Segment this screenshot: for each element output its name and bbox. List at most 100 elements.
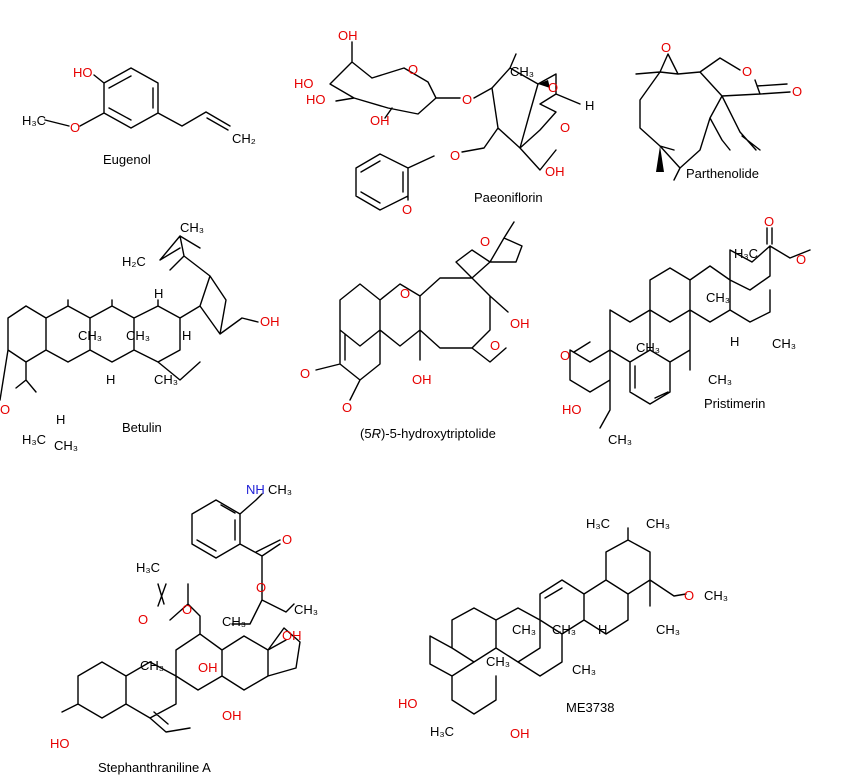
hydroxytriptolide-name: (5R)-5-hydroxytriptolide [360, 426, 496, 441]
me3738-ch3-d-label: CH₃ [486, 654, 510, 669]
me3738-ch3-e-label: CH₃ [572, 662, 596, 677]
pristimerin-carbonyl-o-label: O [764, 214, 774, 229]
me3738-h3c-label: H₃C [586, 516, 610, 531]
hydroxytriptolide-structure: O O OH O O OH O (5R)-5-hydroxytriptolide [300, 221, 530, 441]
parthenolide-lactone-o-label: O [742, 64, 752, 79]
me3738-structure: H₃C CH₃ O CH₃ CH₃ CH₃ H CH₃ CH₃ CH₃ HO H… [398, 516, 728, 741]
pristimerin-name: Pristimerin [704, 396, 765, 411]
stephanthraniline-ch3-b-label: CH₃ [222, 614, 246, 629]
eugenol-bonds [44, 67, 231, 131]
eugenol-h3c-label: H₃C [22, 113, 46, 128]
paeoniflorin-carbonyl-o-label: O [402, 202, 412, 217]
paeoniflorin-glycoside-o-label: O [462, 92, 472, 107]
betulin-h-b-label: H [182, 328, 191, 343]
stephanthraniline-ch3-c-label: CH₃ [140, 658, 164, 673]
pristimerin-h-label: H [730, 334, 739, 349]
hydroxytriptolide-o-top-label: O [480, 234, 490, 249]
stephanthraniline-ester-o1-label: O [256, 580, 266, 595]
hydroxytriptolide-oh-bottom-label: OH [412, 372, 432, 387]
betulin-bonds [0, 235, 259, 401]
paeoniflorin-ring-o-label: O [408, 62, 418, 77]
hydroxytriptolide-oh-label: OH [510, 316, 530, 331]
paeoniflorin-ho2-label: HO [306, 92, 326, 107]
paeoniflorin-oh3-label: OH [545, 164, 565, 179]
pristimerin-ketone-o-label: O [560, 348, 570, 363]
me3738-o-label: O [684, 588, 694, 603]
stephanthraniline-oh-a-label: OH [282, 628, 302, 643]
me3738-h-label: H [598, 622, 607, 637]
hydroxytriptolide-carbonyl-o-label: O [300, 366, 310, 381]
paeoniflorin-ch3-label: CH₃ [510, 64, 534, 79]
betulin-h-c-label: H [106, 372, 115, 387]
paeoniflorin-ho1-label: HO [294, 76, 314, 91]
pristimerin-ch3-b-label: CH₃ [636, 340, 660, 355]
betulin-ch3-b-label: CH₃ [126, 328, 150, 343]
paeoniflorin-oa-label: O [548, 80, 558, 95]
betulin-ch3-c-label: CH₃ [154, 372, 178, 387]
me3738-h3c-b-label: H₃C [430, 724, 454, 739]
stephanthraniline-nh-label: NH [246, 482, 265, 497]
me3738-name: ME3738 [566, 700, 614, 715]
parthenolide-structure: O O O Parthenolide [635, 40, 802, 181]
pristimerin-ch3-e-label: CH₃ [608, 432, 632, 447]
hydroxytriptolide-bonds [315, 221, 523, 401]
eugenol-o-label: O [70, 120, 80, 135]
eugenol-ch2-label: CH₂ [232, 131, 256, 146]
stephanthraniline-oh-b-label: OH [198, 660, 218, 675]
paeoniflorin-oh1-label: OH [338, 28, 358, 43]
paeoniflorin-oh2-label: OH [370, 113, 390, 128]
parthenolide-carbonyl-o-label: O [792, 84, 802, 99]
betulin-h3c-label: H₃C [22, 432, 46, 447]
me3738-ch3-b-label: CH₃ [552, 622, 576, 637]
me3738-ch3-c-label: CH₃ [656, 622, 680, 637]
eugenol-structure: HO H₃C O CH₂ Eugenol [22, 65, 256, 167]
stephanthraniline-name: Stephanthraniline A [98, 760, 211, 775]
eugenol-name: Eugenol [103, 152, 151, 167]
betulin-name: Betulin [122, 420, 162, 435]
betulin-oh-label: OH [260, 314, 280, 329]
paeoniflorin-name: Paeoniflorin [474, 190, 543, 205]
pristimerin-ch3-c-label: CH₃ [772, 336, 796, 351]
paeoniflorin-structure: OH HO HO OH O O CH₃ H O O OH O O Paeonif… [294, 28, 594, 217]
pristimerin-ho-label: HO [562, 402, 582, 417]
betulin-structure: CH₃ H₂C H H CH₃ CH₃ H OH CH₃ O H H₃C CH₃… [0, 220, 280, 453]
betulin-h-d-label: H [56, 412, 65, 427]
pristimerin-h3c-label: H₃C [734, 246, 758, 261]
me3738-bonds [429, 527, 687, 715]
parthenolide-epoxide-o-label: O [661, 40, 671, 55]
stephanthraniline-oh-c-label: OH [222, 708, 242, 723]
betulin-ch3-a-label: CH₃ [78, 328, 102, 343]
pristimerin-ester-o-label: O [796, 252, 806, 267]
hydroxytriptolide-o-right-label: O [490, 338, 500, 353]
betulin-h-a-label: H [154, 286, 163, 301]
stephanthraniline-ester-o2-label: O [182, 602, 192, 617]
parthenolide-name: Parthenolide [686, 166, 759, 181]
me3738-ho-label: HO [398, 696, 418, 711]
eugenol-ho-label: HO [73, 65, 93, 80]
paeoniflorin-ester-o-label: O [450, 148, 460, 163]
stephanthraniline-h3c-label: H₃C [136, 560, 160, 575]
stephanthraniline-ch3-a-label: CH₃ [294, 602, 318, 617]
pristimerin-ch3-d-label: CH₃ [708, 372, 732, 387]
stephanthraniline-carbonyl-o1-label: O [282, 532, 292, 547]
stephanthraniline-bonds [61, 493, 301, 733]
me3738-ch3-top-label: CH₃ [646, 516, 670, 531]
betulin-ch3-d-label: CH₃ [54, 438, 78, 453]
paeoniflorin-h-label: H [585, 98, 594, 113]
stephanthraniline-structure: NH CH₃ O O H₃C CH₃ O O CH₃ OH CH₃ OH OH … [50, 482, 318, 775]
pristimerin-ch3-a-label: CH₃ [706, 290, 730, 305]
pristimerin-bonds [569, 227, 811, 429]
hydroxytriptolide-o-left-label: O [400, 286, 410, 301]
betulin-o-label: O [0, 402, 10, 417]
stephanthraniline-ho-label: HO [50, 736, 70, 751]
me3738-ch3-a-label: CH₃ [512, 622, 536, 637]
stephanthraniline-ch3-n-label: CH₃ [268, 482, 292, 497]
me3738-oh-label: OH [510, 726, 530, 741]
betulin-h2c-label: H₂C [122, 254, 146, 269]
hydroxytriptolide-ring-o-label: O [342, 400, 352, 415]
paeoniflorin-ob-label: O [560, 120, 570, 135]
stephanthraniline-carbonyl-o2-label: O [138, 612, 148, 627]
me3738-ch3-ome-label: CH₃ [704, 588, 728, 603]
betulin-ch3-top-label: CH₃ [180, 220, 204, 235]
